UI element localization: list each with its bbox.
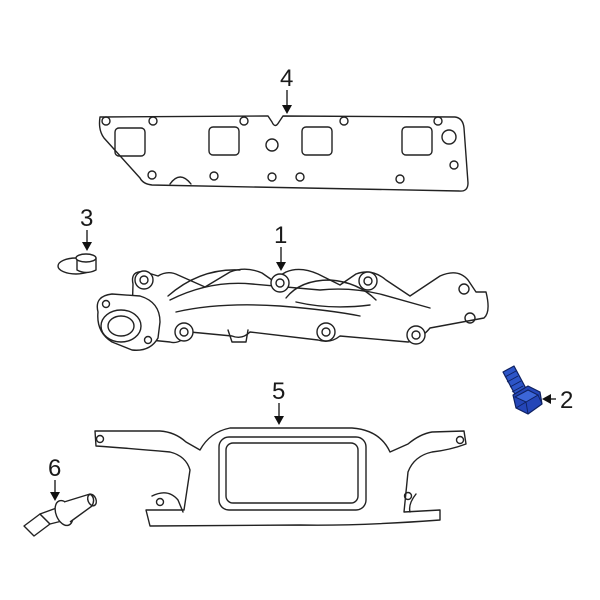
- callout-4: 4: [280, 65, 293, 92]
- part-6-pin[interactable]: [23, 493, 98, 537]
- callout-5: 5: [272, 378, 285, 405]
- callout-labels: 4 1 3 2 5 6: [48, 65, 573, 482]
- part-4-gasket[interactable]: [98, 115, 469, 192]
- callout-leaders: [50, 90, 556, 501]
- callout-3: 3: [80, 205, 93, 232]
- callout-1: 1: [274, 222, 287, 249]
- part-3-stud[interactable]: [57, 253, 97, 275]
- part-1-manifold[interactable]: [96, 268, 489, 351]
- part-2-bolt[interactable]: [502, 365, 543, 415]
- callout-6: 6: [48, 455, 61, 482]
- callout-2: 2: [560, 387, 573, 414]
- part-5-heat-shield[interactable]: [94, 427, 467, 527]
